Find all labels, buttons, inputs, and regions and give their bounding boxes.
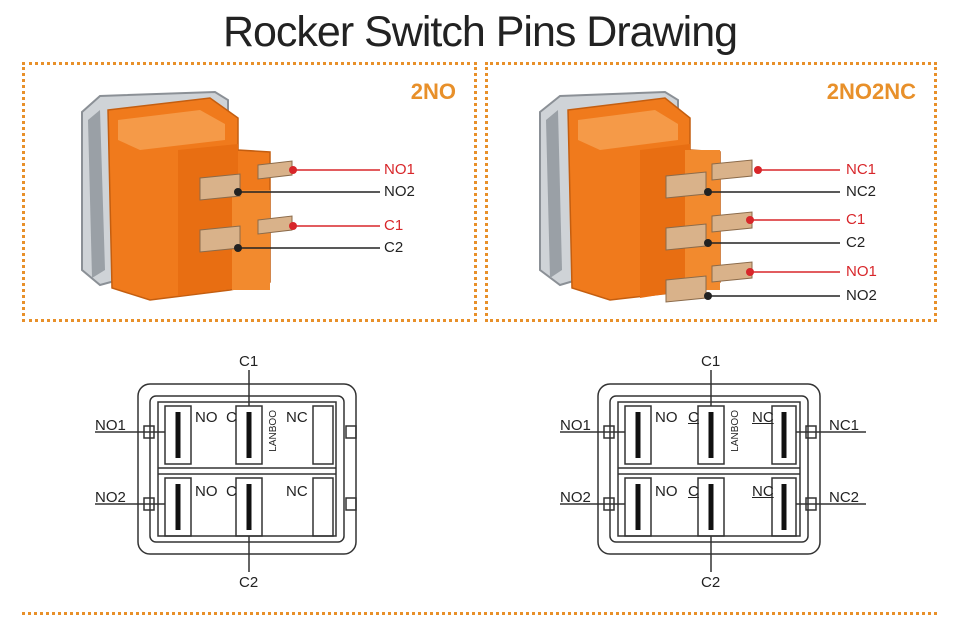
pin-label-c2-right: C2 bbox=[846, 234, 866, 251]
page-title: Rocker Switch Pins Drawing bbox=[222, 8, 738, 56]
diagram-left-c2: C2 bbox=[239, 574, 259, 591]
pin-diagram-right bbox=[560, 370, 866, 572]
diagram-right-row1-nc: NC bbox=[752, 409, 774, 426]
diagram-right-c1: C1 bbox=[701, 353, 721, 370]
diagram-right-no2: NO2 bbox=[560, 489, 591, 506]
diagram-left-no1: NO1 bbox=[95, 417, 126, 434]
diagram-left-no2: NO2 bbox=[95, 489, 126, 506]
panel-badge-2no: 2NO bbox=[410, 79, 456, 104]
panel-badge-2no2nc: 2NO2NC bbox=[826, 79, 916, 104]
pin-label-c1-right: C1 bbox=[846, 211, 866, 228]
diagram-right-row2-nc: NC bbox=[752, 483, 774, 500]
pin-label-no1-right: NO1 bbox=[846, 263, 877, 280]
diagram-left-c1: C1 bbox=[239, 353, 259, 370]
diagram-right-row2-no: NO bbox=[655, 483, 678, 500]
diagram-right-row2-c: C bbox=[688, 483, 699, 500]
diagram-left-row1-c: C bbox=[226, 409, 237, 426]
pin-label-c1-left: C1 bbox=[384, 217, 404, 234]
pin-label-c2-left: C2 bbox=[384, 239, 404, 256]
panel-2no2nc: 2NO2NC bbox=[485, 62, 937, 322]
footer-divider bbox=[22, 612, 937, 615]
pin-label-no1-left: NO1 bbox=[384, 161, 415, 178]
switch-photo-left bbox=[81, 90, 380, 301]
pin-label-nc2-right: NC2 bbox=[846, 183, 877, 200]
diagram-right-nc1: NC1 bbox=[829, 417, 860, 434]
switch-photo-right bbox=[539, 90, 840, 303]
panel-2no: 2NO bbox=[22, 62, 477, 322]
pin-label-no2-left: NO2 bbox=[384, 183, 415, 200]
pin-label-no2-right: NO2 bbox=[846, 287, 877, 304]
diagram-right-row1-c: C bbox=[688, 409, 699, 426]
diagram-left-row1-no: NO bbox=[195, 409, 218, 426]
diagram-right-no1: NO1 bbox=[560, 417, 591, 434]
diagram-right-row1-no: NO bbox=[655, 409, 678, 426]
diagram-right-nc2: NC2 bbox=[829, 489, 860, 506]
diagram-left-row1-nc: NC bbox=[286, 409, 308, 426]
diagram-right-c2: C2 bbox=[701, 574, 721, 591]
diagram-left-row2-nc: NC bbox=[286, 483, 308, 500]
diagram-left-row2-c: C bbox=[226, 483, 237, 500]
pin-diagram-left bbox=[95, 370, 357, 572]
diagram-right-brand: LANBOO bbox=[730, 410, 741, 452]
diagram-left-brand: LANBOO bbox=[268, 410, 279, 452]
diagram-left-row2-no: NO bbox=[195, 483, 218, 500]
pin-label-nc1-right: NC1 bbox=[846, 161, 877, 178]
